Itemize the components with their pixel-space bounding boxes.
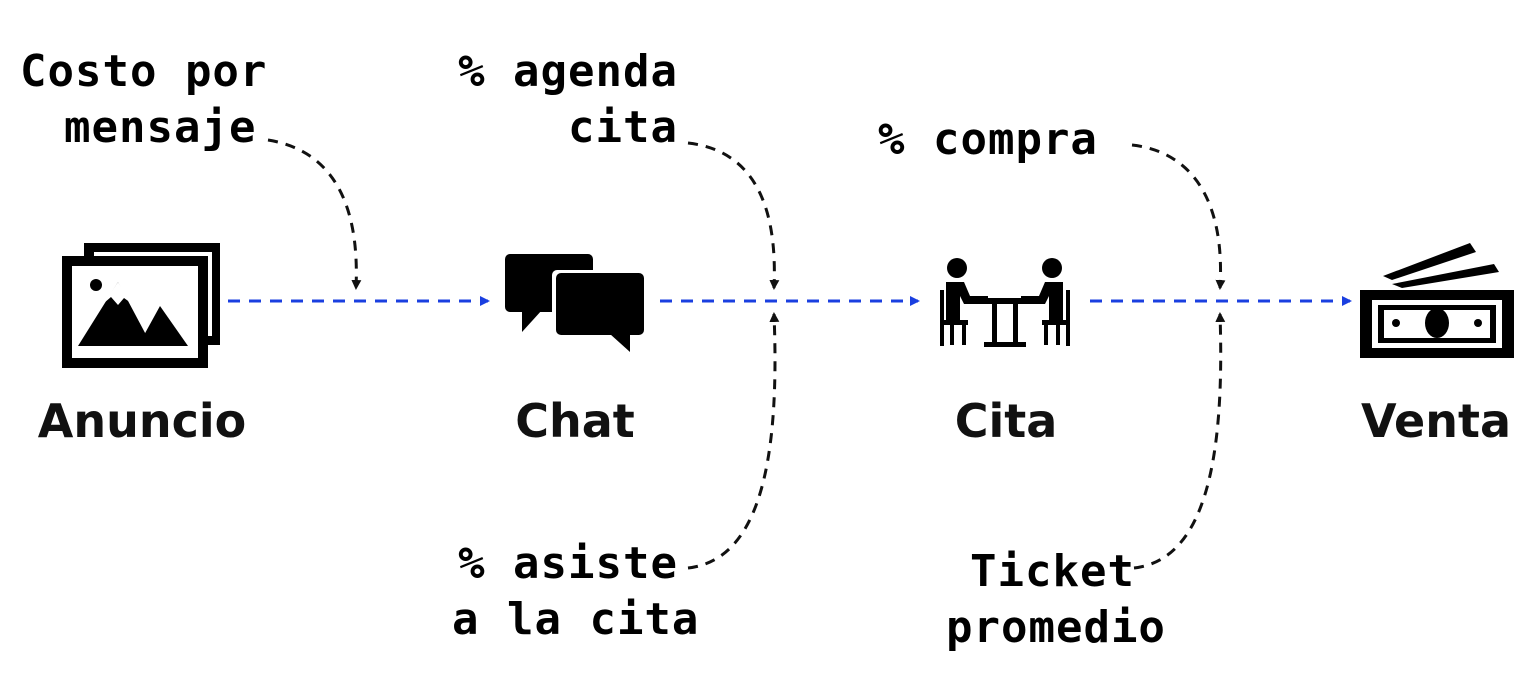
annotation-costo-por-mensaje: Costo por mensaje: [20, 44, 267, 156]
annotation-ticket-promedio: Ticket promedio: [946, 544, 1166, 656]
annotation-costo-line1: Costo por: [20, 46, 268, 97]
annotation-ticket-line1: Ticket: [970, 546, 1135, 597]
money-bills-icon: [1360, 243, 1514, 358]
annotation-asiste-cita: % asiste a la cita: [452, 536, 700, 648]
annotation-asiste-line1: % asiste: [458, 538, 678, 589]
node-label-venta: Venta: [1360, 394, 1512, 448]
image-gallery-icon: [62, 243, 220, 368]
annotation-ticket-line2: promedio: [946, 602, 1166, 653]
annotation-arrow-compra: [1131, 143, 1226, 290]
node-label-chat: Chat: [515, 394, 635, 448]
annotation-arrow-asiste: [687, 312, 780, 570]
annotation-compra: % compra: [878, 112, 1098, 168]
node-label-cita: Cita: [954, 394, 1058, 448]
annotation-agenda-cita: % agenda cita: [430, 44, 678, 156]
annotation-agenda-line2: cita: [568, 102, 678, 153]
chat-bubbles-icon: [505, 254, 646, 352]
meeting-table-icon: [940, 258, 1070, 347]
annotation-arrow-agenda: [687, 141, 780, 290]
annotation-costo-line2: mensaje: [64, 102, 257, 153]
annotation-compra-line1: % compra: [878, 114, 1098, 165]
annotation-agenda-line1: % agenda: [458, 46, 678, 97]
annotation-arrow-ticket: [1133, 312, 1226, 570]
node-label-anuncio: Anuncio: [37, 394, 247, 448]
annotation-arrow-costo: [267, 138, 362, 290]
annotation-asiste-line2: a la cita: [452, 594, 700, 645]
